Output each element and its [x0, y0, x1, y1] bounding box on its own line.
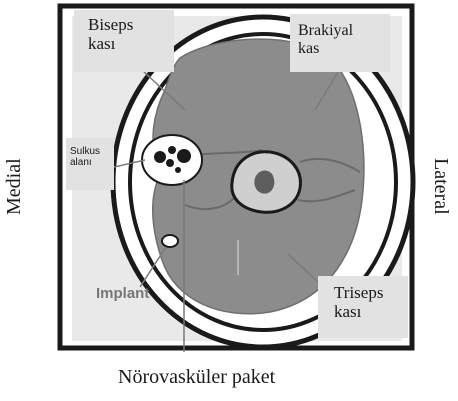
- vessel-4: [166, 159, 174, 167]
- vessel-3: [177, 149, 191, 163]
- lateral-label: Lateral: [429, 158, 452, 215]
- biceps-label: Biseps kası: [88, 16, 160, 53]
- brachialis-label: Brakiyal kas: [298, 22, 370, 57]
- neurovascular-label: Nörovasküler paket: [118, 366, 275, 389]
- vessel-5: [175, 167, 181, 173]
- medial-label: Medial: [3, 158, 26, 215]
- vessel-2: [168, 146, 176, 154]
- vessel-1: [154, 151, 166, 163]
- sulcus-label: Sulkus alanı: [70, 146, 110, 168]
- triceps-label: Triseps kası: [334, 284, 394, 321]
- implant-label: Implant: [96, 286, 149, 303]
- implant-shape: [162, 235, 178, 247]
